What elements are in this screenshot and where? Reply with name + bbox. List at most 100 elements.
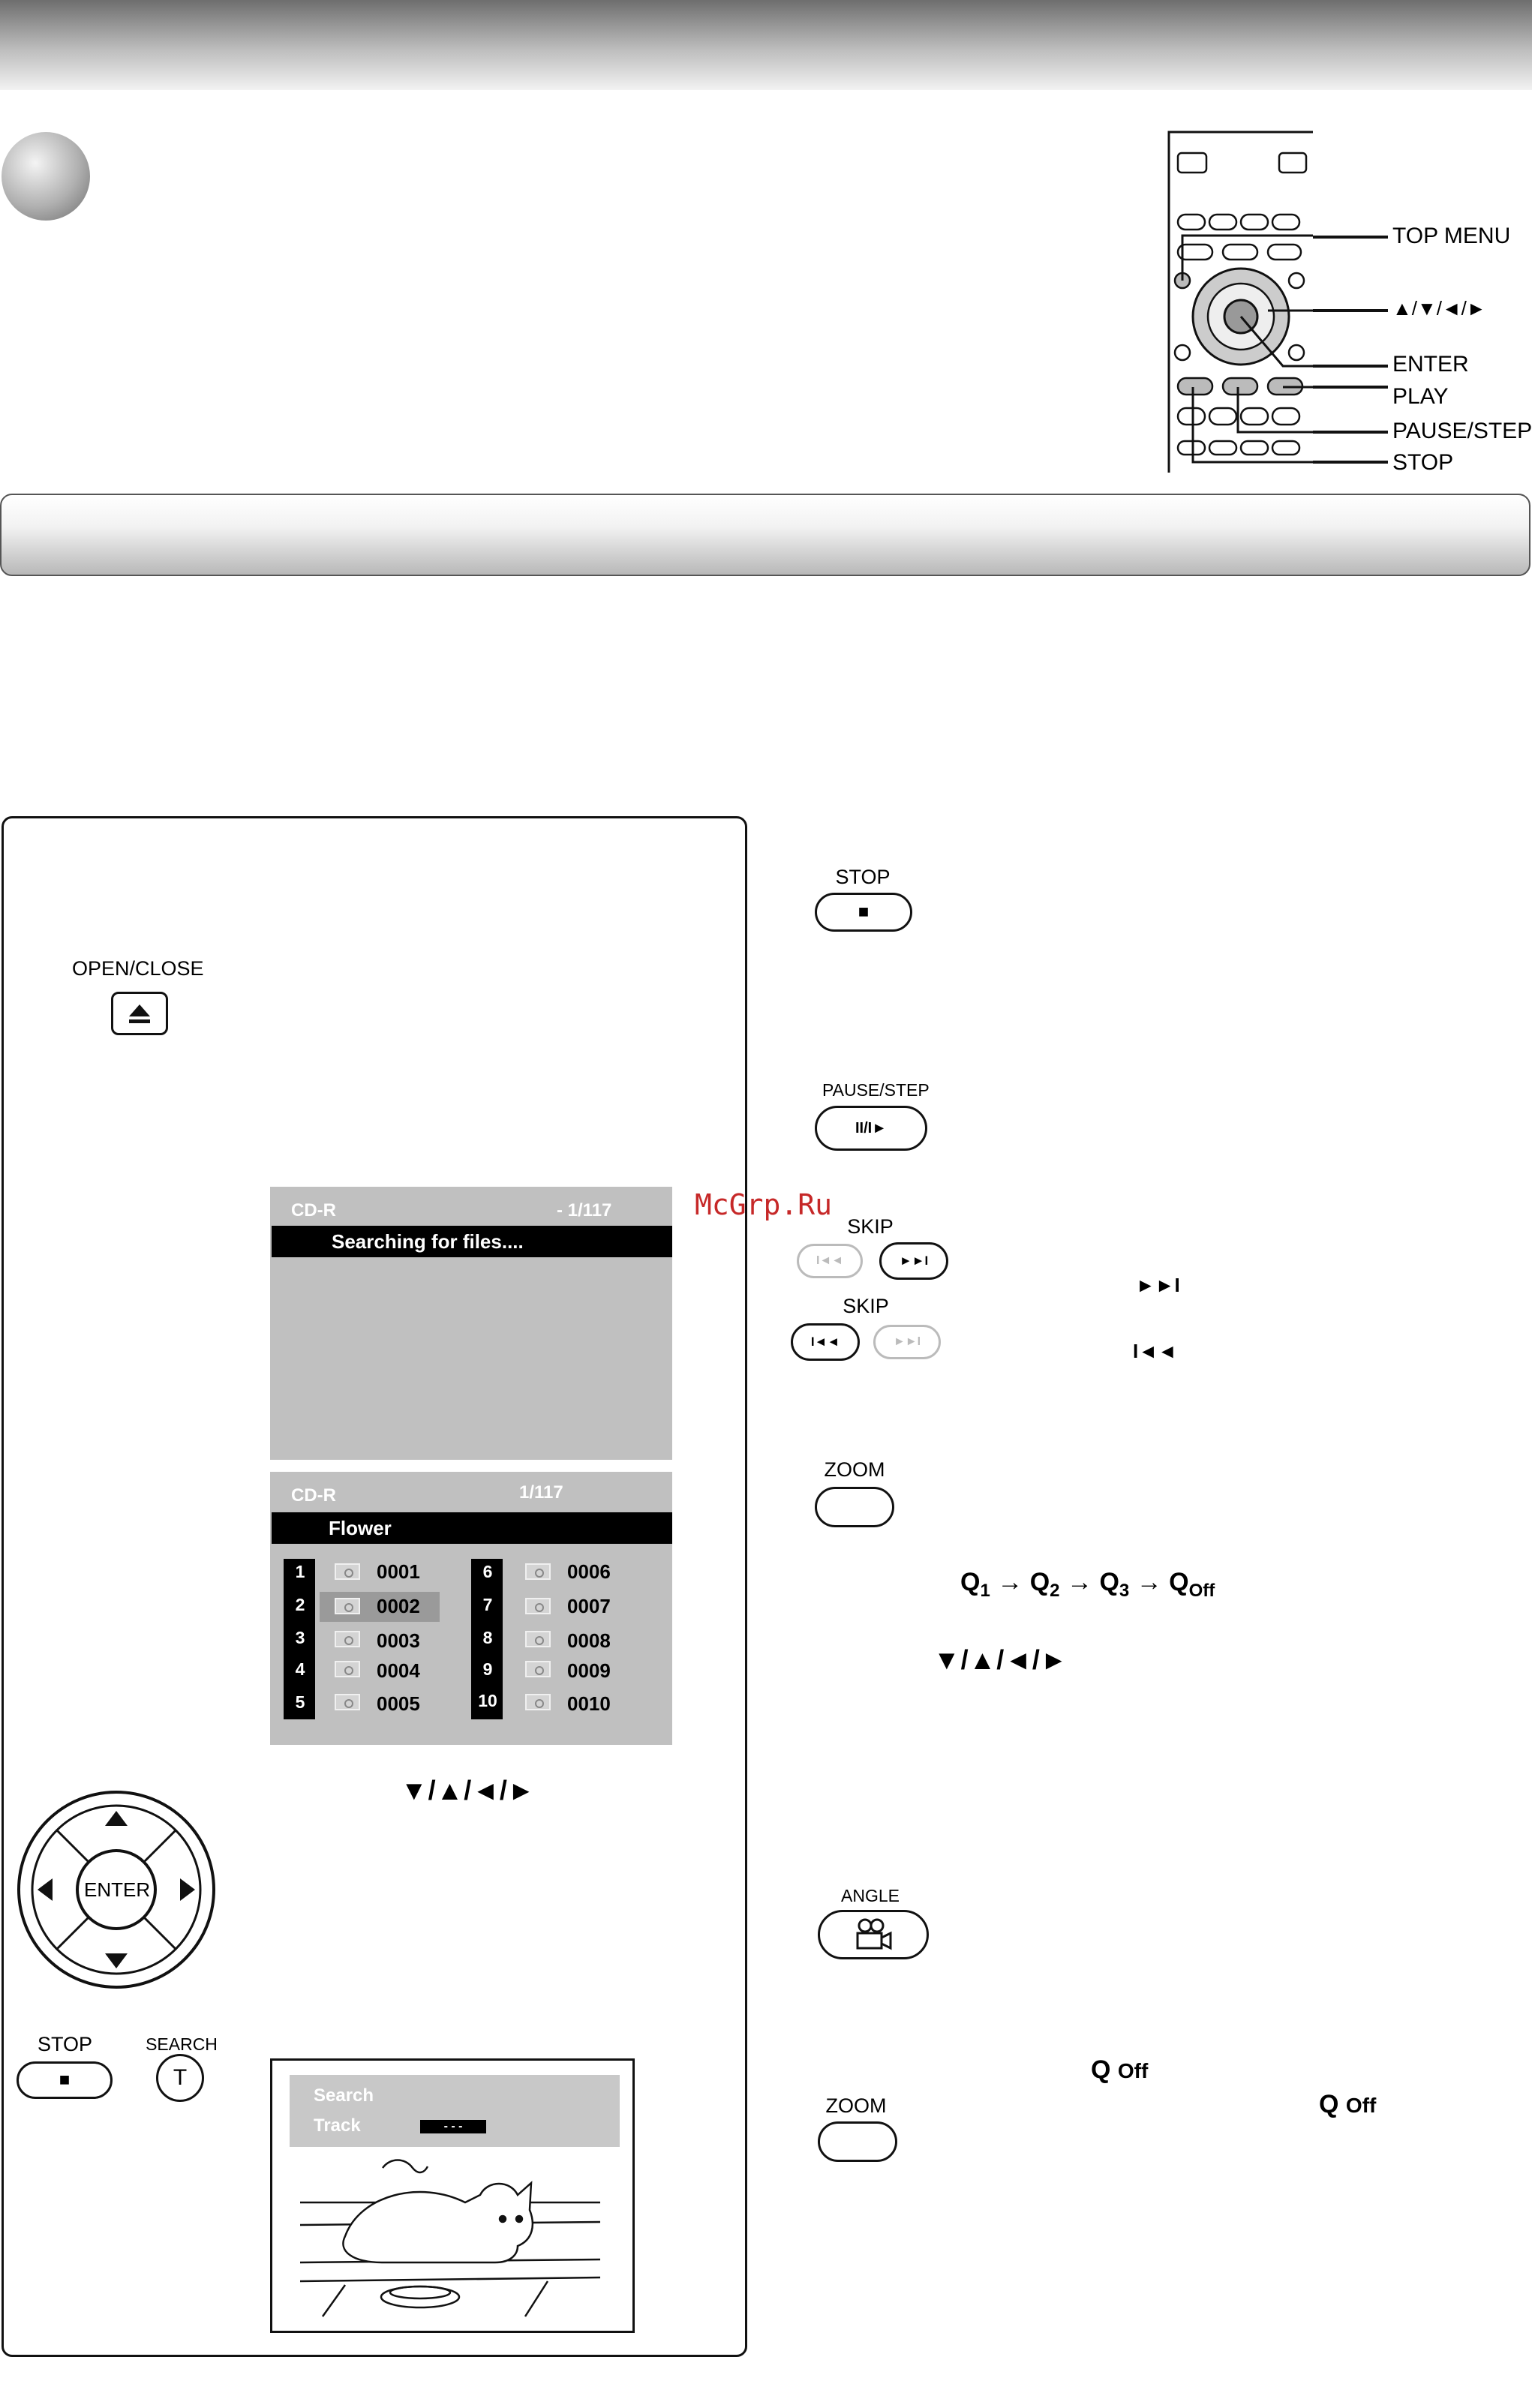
remote-leader-ext: [1313, 365, 1388, 368]
screen2-folder: Flower: [329, 1517, 392, 1539]
skip-forward-label: SKIP: [847, 1215, 894, 1238]
watermark-text: McGrp.Ru: [695, 1188, 833, 1221]
remote-leader-ext: [1313, 236, 1388, 239]
camera-icon: [856, 1918, 892, 1950]
screen2-counter: 1/117: [519, 1482, 563, 1503]
file-icon: [525, 1598, 551, 1614]
search-label: SEARCH: [146, 2034, 218, 2054]
skip-forward-button-faded: ►►I: [873, 1325, 941, 1359]
eject-icon: [129, 1004, 150, 1023]
callout-top-menu: TOP MENU: [1392, 224, 1511, 248]
file-number: 3: [295, 1628, 305, 1647]
file-name[interactable]: 0004: [377, 1659, 420, 1682]
skip-forward-button[interactable]: ►►I: [879, 1242, 948, 1280]
dpad-drawing: [17, 1791, 215, 1989]
stop-button-left[interactable]: ■: [17, 2061, 113, 2099]
callout-enter: ENTER: [1392, 352, 1469, 377]
remote-leader-ext: [1313, 386, 1388, 389]
magnifier-icon: Q: [1099, 1568, 1119, 1596]
file-name[interactable]: 0005: [377, 1692, 420, 1715]
callout-play: PLAY: [1392, 384, 1449, 409]
number-column-right: [471, 1559, 503, 1719]
screen1-status: Searching for files....: [332, 1230, 524, 1253]
search-screen-track: Track: [314, 2115, 361, 2136]
zoom-label-2: ZOOM: [825, 2094, 887, 2117]
file-number: 2: [295, 1595, 305, 1614]
skip-back-icon: I◄◄: [816, 1254, 844, 1267]
file-icon: [335, 1661, 360, 1677]
file-number: 5: [295, 1692, 305, 1712]
zoom-level: 1: [980, 1580, 990, 1601]
zoom-off-text: Off: [1117, 2059, 1149, 2082]
skip-forward-inline-icon: ►►I: [1136, 1274, 1180, 1296]
search-screen-banner: [290, 2075, 620, 2147]
angle-button[interactable]: [818, 1910, 929, 1959]
zoom-button[interactable]: [815, 1487, 894, 1527]
callout-stop: STOP: [1392, 450, 1454, 475]
stop-button-right[interactable]: ■: [815, 893, 912, 932]
zoom-button-2[interactable]: [818, 2121, 897, 2162]
up-arrow-icon: [105, 1811, 128, 1826]
skip-back-icon: I◄◄: [810, 1335, 840, 1349]
open-close-label: OPEN/CLOSE: [72, 957, 204, 980]
file-name[interactable]: 0006: [567, 1560, 611, 1583]
skip-back-inline-icon: I◄◄: [1133, 1340, 1177, 1362]
screen2-folder-bar: [272, 1512, 672, 1544]
pause-step-button[interactable]: II/I►: [815, 1106, 927, 1151]
dpad-control[interactable]: [15, 1788, 218, 1991]
stop-icon: ■: [858, 902, 870, 922]
search-t-icon: T: [173, 2065, 188, 2090]
file-number: 8: [482, 1628, 493, 1647]
remote-drawing: [1167, 131, 1316, 473]
file-name[interactable]: 0009: [567, 1659, 611, 1682]
search-button[interactable]: T: [156, 2054, 204, 2102]
file-name[interactable]: 0010: [567, 1692, 611, 1715]
magnifier-icon: Q: [960, 1568, 981, 1596]
zoom-level: Off: [1188, 1580, 1215, 1601]
track-input-box[interactable]: - - -: [420, 2120, 486, 2133]
cat-illustration: [293, 2150, 608, 2322]
file-icon: [525, 1563, 551, 1580]
file-name[interactable]: 0007: [567, 1595, 611, 1617]
nav-arrows-text: ▼/▲/◄/►: [401, 1775, 536, 1806]
search-screen-search: Search: [314, 2085, 374, 2106]
cat-drawing: [299, 2159, 601, 2317]
callout-arrows: ▲/▼/◄/►: [1392, 297, 1486, 320]
file-icon: [525, 1661, 551, 1677]
file-number: 1: [295, 1562, 305, 1581]
section-title-bar: [0, 494, 1530, 576]
remote-leader-ext: [1313, 431, 1388, 434]
zoom-off-indicator-1: Q Off: [1091, 2055, 1148, 2085]
screen1-counter: - 1/117: [557, 1200, 612, 1221]
screen1-status-bar: [272, 1226, 672, 1257]
skip-back-label: SKIP: [843, 1295, 889, 1317]
stop-icon: ■: [59, 2070, 71, 2090]
right-arrow-icon: [180, 1878, 195, 1901]
section-bullet-icon: [2, 132, 90, 221]
skip-forward-icon: ►►I: [899, 1254, 929, 1268]
pause-step-label: PAUSE/STEP: [822, 1080, 930, 1100]
down-arrow-icon: [105, 1953, 128, 1968]
remote-leader-ext: [1313, 309, 1388, 312]
file-name-selected[interactable]: 0002: [377, 1595, 420, 1617]
skip-back-button[interactable]: I◄◄: [791, 1323, 860, 1361]
zoom-level: 3: [1119, 1580, 1130, 1601]
zoom-off-text: Off: [1345, 2094, 1377, 2117]
file-name[interactable]: 0003: [377, 1629, 420, 1652]
callout-pause-step: PAUSE/STEP: [1392, 419, 1532, 443]
dpad-enter-label[interactable]: ENTER: [84, 1878, 151, 1901]
file-number: 10: [478, 1691, 497, 1710]
zoom-level: 2: [1050, 1580, 1060, 1601]
file-name[interactable]: 0008: [567, 1629, 611, 1652]
file-icon: [525, 1631, 551, 1647]
arrow-right-icon: →: [1066, 1568, 1100, 1596]
stop-label-right: STOP: [835, 866, 891, 888]
zoom-arrows-text: ▼/▲/◄/►: [933, 1644, 1068, 1675]
open-close-button[interactable]: [111, 992, 168, 1035]
file-icon: [335, 1631, 360, 1647]
left-arrow-icon: [38, 1878, 53, 1901]
magnifier-icon: Q: [1319, 2090, 1346, 2118]
header-band: [0, 0, 1532, 90]
zoom-sequence: Q1 → Q2 → Q3 → QOff: [960, 1568, 1215, 1602]
file-name[interactable]: 0001: [377, 1560, 420, 1583]
